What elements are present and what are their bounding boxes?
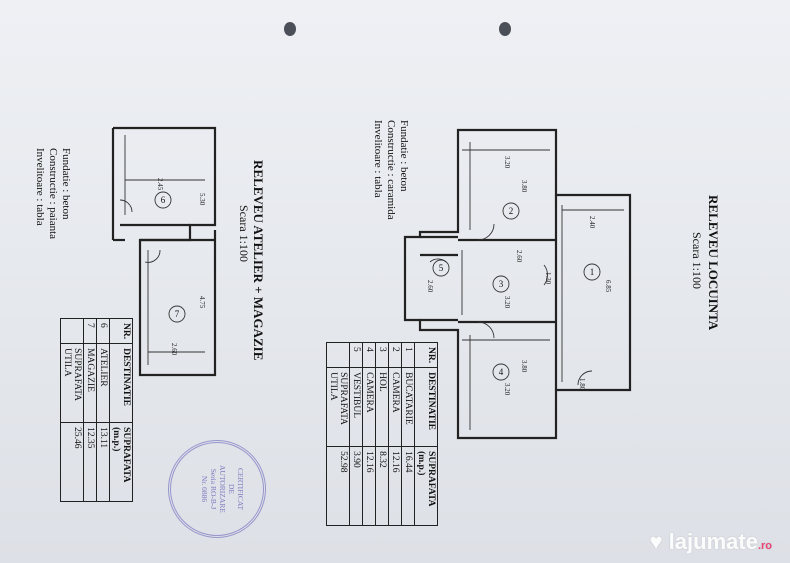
room-number: 1 bbox=[590, 267, 595, 277]
table-row: 1 BUCATARIE 16.44 bbox=[401, 342, 415, 526]
room-number: 7 bbox=[175, 309, 180, 319]
row-nr: 5 bbox=[349, 342, 363, 368]
row-suprafata: 13.11 bbox=[96, 422, 110, 502]
row-nr: 1 bbox=[401, 342, 415, 368]
stamp-line: Seria RO-B-J bbox=[209, 468, 218, 510]
col-header: SUPRAFATA (m.p.) bbox=[414, 446, 438, 526]
table-row: 6 ATELIER 13.11 bbox=[96, 318, 110, 502]
dimension-label: 4.75 bbox=[198, 296, 206, 309]
stamp-line: DE bbox=[227, 484, 236, 494]
dimension-label: 2.45 bbox=[156, 178, 164, 191]
dimension-label: 3.20 bbox=[503, 296, 511, 309]
locuinta-surface-table: NR. DESTINATIE SUPRAFATA (m.p.) 1 BUCATA… bbox=[326, 342, 438, 526]
punch-hole bbox=[284, 22, 296, 36]
row-destinatie: BUCATARIE bbox=[401, 367, 415, 447]
room-number: 4 bbox=[499, 367, 504, 377]
col-header: SUPRAFATA (m.p.) bbox=[109, 422, 133, 502]
col-header: DESTINATIE bbox=[109, 343, 133, 423]
table-row: 2 CAMERA 12.16 bbox=[388, 342, 402, 526]
room-number: 5 bbox=[439, 263, 444, 273]
row-suprafata: 12.16 bbox=[388, 446, 402, 526]
dimension-label: 1.30 bbox=[544, 272, 552, 285]
row-destinatie: ATELIER bbox=[96, 343, 110, 423]
row-destinatie: CAMERA bbox=[388, 367, 402, 447]
locuinta-title: RELEVEU LOCUINTA bbox=[706, 195, 721, 331]
dimension-label: 2.60 bbox=[426, 280, 434, 293]
row-suprafata: 12.16 bbox=[362, 446, 376, 526]
dimension-label: 3.80 bbox=[520, 360, 528, 373]
col-header: NR. bbox=[414, 342, 438, 368]
row-nr: 4 bbox=[362, 342, 376, 368]
locuinta-scale: Scara 1:100 bbox=[690, 232, 704, 289]
locuinta-note: Invelitoare : tabla bbox=[372, 120, 384, 198]
room-number: 2 bbox=[509, 206, 514, 216]
table-total-row: SUPRAFATA UTILA 52.98 bbox=[326, 342, 350, 526]
locuinta-note: Constructie : caramida bbox=[385, 120, 397, 220]
row-suprafata: 8.32 bbox=[375, 446, 389, 526]
table-row: 4 CAMERA 12.16 bbox=[362, 342, 376, 526]
total-value: 25.46 bbox=[60, 422, 84, 502]
atelier-note: Constructie : paianta bbox=[47, 148, 59, 240]
locuinta-note: Fundatie : beton bbox=[398, 120, 410, 192]
stamp-line: CERTIFICAT bbox=[236, 467, 245, 511]
dimension-label: 2.60 bbox=[170, 343, 178, 356]
row-nr: 3 bbox=[375, 342, 389, 368]
dimension-label: 1.80 bbox=[578, 378, 586, 391]
dimension-label: 2.60 bbox=[515, 250, 523, 263]
dimension-label: 3.20 bbox=[503, 156, 511, 169]
lajumate-logo: ♥ lajumate.ro bbox=[649, 529, 772, 554]
atelier-title: RELEVEU ATELIER + MAGAZIE bbox=[251, 160, 266, 361]
atelier-scale: Scara 1:100 bbox=[237, 205, 251, 262]
punch-hole bbox=[499, 22, 511, 36]
table-row: 7 MAGAZIE 12.35 bbox=[83, 318, 97, 502]
certification-stamp: CERTIFICAT DE AUTORIZARE Seria RO-B-J Nr… bbox=[168, 440, 266, 538]
row-destinatie: VESTIBUL bbox=[349, 367, 363, 447]
row-suprafata: 16.44 bbox=[401, 446, 415, 526]
dimension-label: 6.85 bbox=[604, 280, 612, 293]
row-destinatie: CAMERA bbox=[362, 367, 376, 447]
row-nr: 6 bbox=[96, 318, 110, 344]
atelier-surface-table: NR. DESTINATIE SUPRAFATA (m.p.) 6 ATELIE… bbox=[60, 318, 133, 502]
room-number: 6 bbox=[161, 195, 166, 205]
dimension-label: 2.40 bbox=[588, 216, 596, 229]
total-value: 52.98 bbox=[326, 446, 350, 526]
table-row: 3 HOL 8.32 bbox=[375, 342, 389, 526]
atelier-note: Fundatie : beton bbox=[60, 148, 72, 220]
dimension-label: 5.30 bbox=[198, 193, 206, 206]
total-label: SUPRAFATA UTILA bbox=[60, 343, 84, 423]
total-label: SUPRAFATA UTILA bbox=[326, 367, 350, 447]
col-header: DESTINATIE bbox=[414, 367, 438, 447]
row-suprafata: 3.90 bbox=[349, 446, 363, 526]
stamp-line: Nr. 0886 bbox=[200, 475, 209, 503]
dimension-label: 3.80 bbox=[520, 180, 528, 193]
dimension-label: 3.20 bbox=[503, 383, 511, 396]
row-nr: 2 bbox=[388, 342, 402, 368]
col-header: NR. bbox=[109, 318, 133, 344]
row-destinatie: MAGAZIE bbox=[83, 343, 97, 423]
stamp-line: AUTORIZARE bbox=[218, 465, 227, 513]
table-row: 5 VESTIBUL 3.90 bbox=[349, 342, 363, 526]
row-nr: 7 bbox=[83, 318, 97, 344]
table-total-row: SUPRAFATA UTILA 25.46 bbox=[60, 318, 84, 502]
row-suprafata: 12.35 bbox=[83, 422, 97, 502]
row-destinatie: HOL bbox=[375, 367, 389, 447]
room-number: 3 bbox=[499, 279, 504, 289]
atelier-note: Invelitoare : tabla bbox=[34, 148, 46, 226]
heart-icon: ♥ bbox=[649, 529, 663, 554]
